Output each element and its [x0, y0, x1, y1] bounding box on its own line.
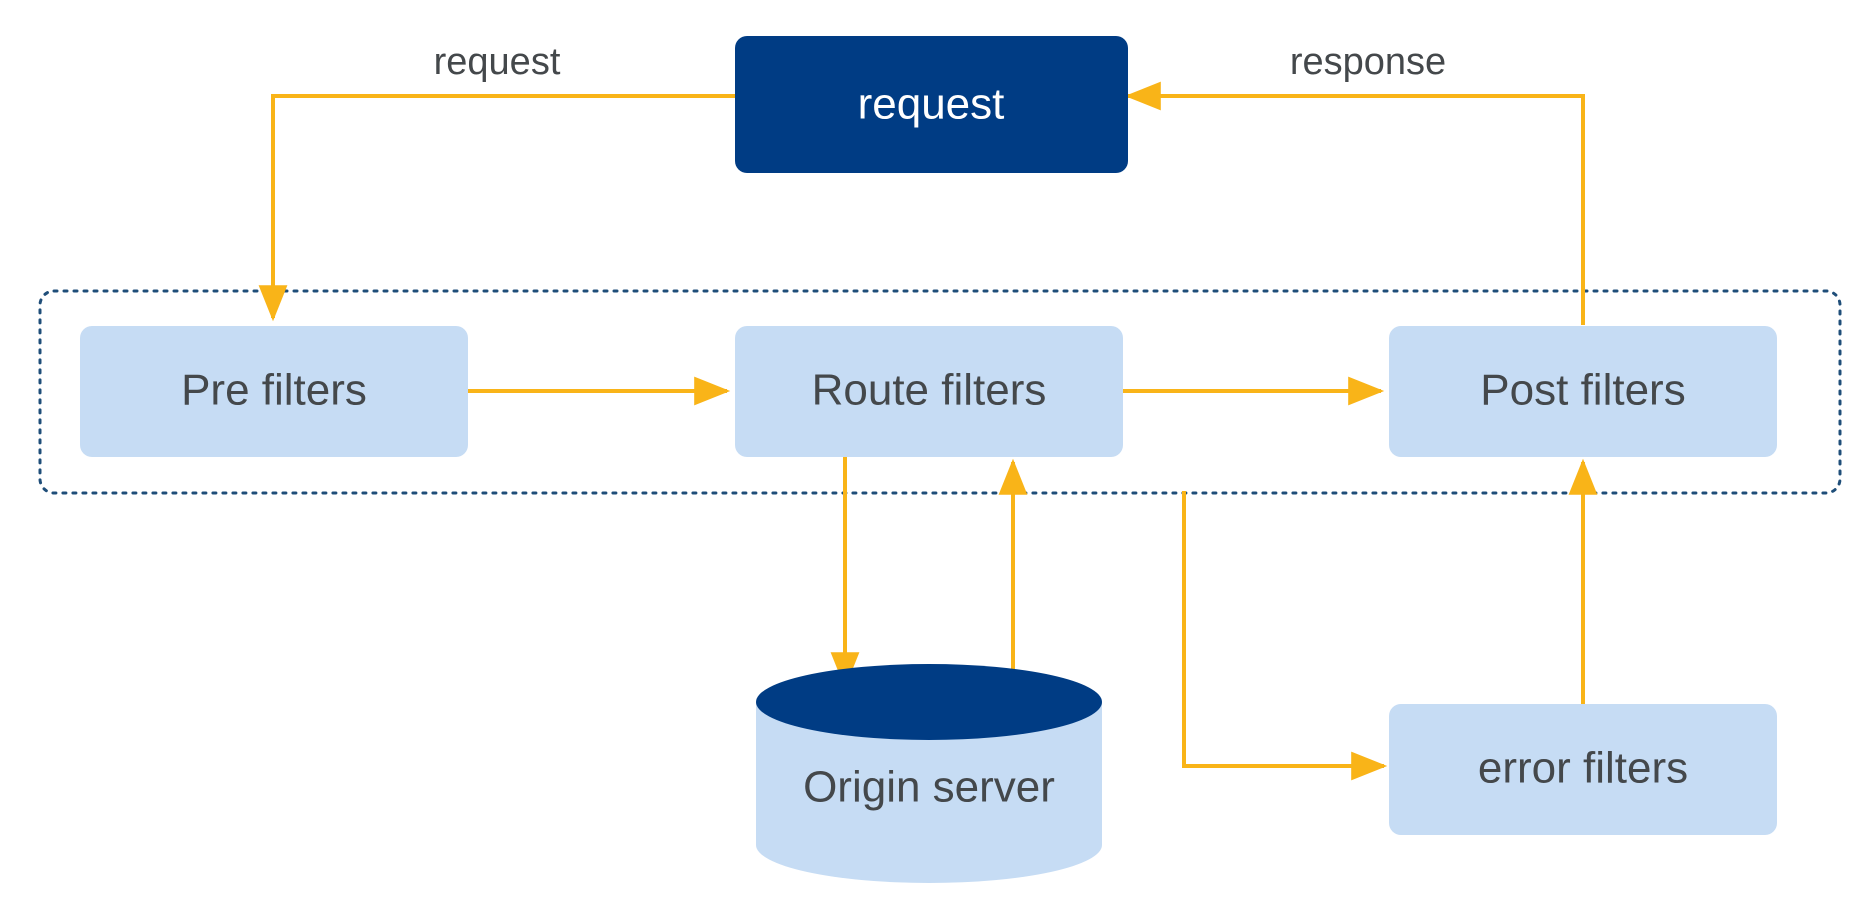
filter-chain-group-border [38, 289, 1842, 495]
edge-request-to-pre-filters [258, 94, 735, 322]
node-route-filters[interactable]: Route filters [735, 326, 1123, 457]
node-error-filters-label: error filters [1478, 744, 1688, 793]
node-error-filters[interactable]: error filters [1389, 704, 1777, 835]
node-request-shape[interactable] [735, 36, 1128, 173]
node-post-filters-shape[interactable] [1389, 326, 1777, 457]
edge-label-request: request [434, 41, 561, 83]
node-route-filters-label: Route filters [812, 366, 1047, 415]
edge-chain-to-error-filters [1182, 491, 1388, 781]
node-route-filters-shape[interactable] [735, 326, 1123, 457]
node-pre-filters-label: Pre filters [181, 366, 367, 415]
edge-post-filters-to-request [1124, 81, 1585, 325]
node-pre-filters-shape[interactable] [80, 326, 468, 457]
node-origin-server[interactable]: Origin server [756, 664, 1102, 883]
node-post-filters-label: Post filters [1480, 366, 1685, 415]
node-origin-server-top[interactable] [756, 664, 1102, 740]
node-post-filters[interactable]: Post filters [1389, 326, 1777, 457]
node-origin-server-label: Origin server [803, 763, 1055, 812]
node-origin-server-body[interactable] [756, 702, 1102, 883]
node-request[interactable]: request [735, 36, 1128, 173]
node-request-label: request [858, 80, 1005, 129]
edge-label-response: response [1290, 41, 1446, 83]
node-error-filters-shape[interactable] [1389, 704, 1777, 835]
node-pre-filters[interactable]: Pre filters [80, 326, 468, 457]
